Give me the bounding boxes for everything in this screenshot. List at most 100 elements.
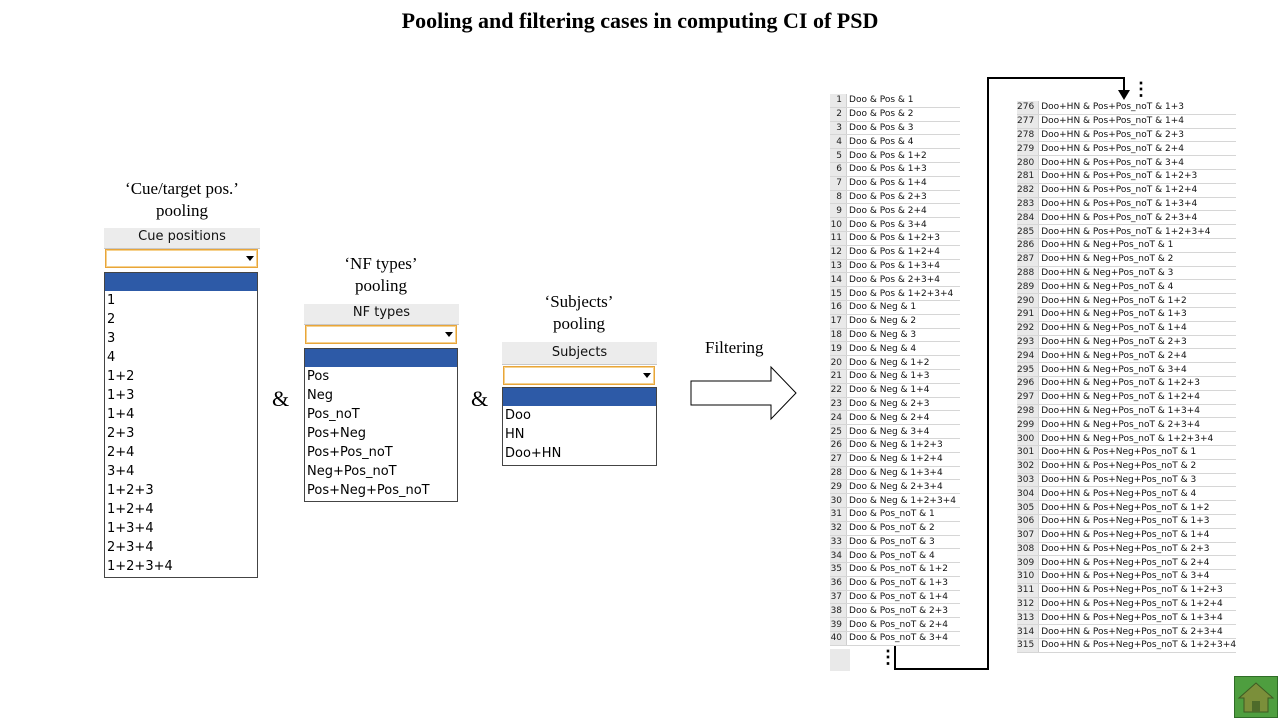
filtering-label: Filtering xyxy=(705,338,764,357)
cue-position-option[interactable]: 2+3+4 xyxy=(107,540,154,555)
nf-type-option[interactable]: Pos+Pos_noT xyxy=(307,445,393,460)
nf-type-option[interactable]: Pos xyxy=(307,369,330,384)
row-number: 23 xyxy=(830,397,848,412)
row-number: 30 xyxy=(830,493,848,508)
row-number: 2 xyxy=(830,107,848,122)
home-icon xyxy=(1237,682,1275,713)
row-combination: Doo & Neg & 4 xyxy=(846,341,960,357)
subject-option[interactable]: Doo xyxy=(505,408,531,423)
row-number: 285 xyxy=(1017,224,1040,239)
row-number: 302 xyxy=(1017,459,1040,474)
cue-position-option[interactable]: 1+4 xyxy=(107,407,135,422)
cue-positions-dropdown[interactable]: Cue positions 1 2 3 4 1+2 1+3 1+4 2+3 2+4 3+4 1+2+… xyxy=(104,228,260,578)
cue-position-option[interactable]: 1+2+3+4 xyxy=(107,559,173,574)
row-number: 315 xyxy=(1017,638,1040,653)
ampersand-2: & xyxy=(471,386,489,411)
row-number: 22 xyxy=(830,383,848,398)
row-number: 278 xyxy=(1017,128,1040,143)
row-number: 18 xyxy=(830,328,848,343)
row-combination: Doo+HN & Pos+Pos_noT & 1+3 xyxy=(1038,101,1237,115)
cue-position-option[interactable]: 1+2+3 xyxy=(107,483,154,498)
nf-types-highlighted-option[interactable] xyxy=(305,349,457,367)
row-combination: Doo & Pos & 2+3+4 xyxy=(846,272,960,288)
cue-position-option[interactable]: 1 xyxy=(107,293,116,308)
row-number: 291 xyxy=(1017,307,1040,322)
row-combination: Doo & Pos_noT & 2+3 xyxy=(846,603,960,619)
row-number: 25 xyxy=(830,424,848,439)
cue-positions-list[interactable]: 1 2 3 4 1+2 1+3 1+4 2+3 2+4 3+4 1+2+3 1+2+4 1+3+4 2+3… xyxy=(104,272,258,578)
cue-position-option[interactable]: 1+2 xyxy=(107,369,135,384)
nf-type-option[interactable]: Pos+Neg xyxy=(307,426,366,441)
row-combination: Doo+HN & Pos+Neg+Pos_noT & 1+2+4 xyxy=(1038,597,1237,612)
row-combination: Doo & Pos_noT & 4 xyxy=(846,548,960,564)
nf-type-option[interactable]: Neg xyxy=(307,388,333,403)
nf-type-option[interactable]: Pos+Neg+Pos_noT xyxy=(307,483,430,498)
row-combination: Doo+HN & Neg+Pos_noT & 3 xyxy=(1038,266,1237,281)
cue-position-option[interactable]: 4 xyxy=(107,350,116,365)
row-combination: Doo & Pos & 4 xyxy=(846,134,960,150)
cue-position-option[interactable]: 2+4 xyxy=(107,445,135,460)
subject-option[interactable]: HN xyxy=(505,427,525,442)
row-number: 26 xyxy=(830,438,848,453)
subjects-select[interactable] xyxy=(503,366,655,385)
row-combination: Doo & Pos & 1+4 xyxy=(846,176,960,191)
row-combination: Doo+HN & Pos+Pos_noT & 2+3 xyxy=(1038,128,1237,143)
row-combination: Doo+HN & Pos+Pos_noT & 1+4 xyxy=(1038,114,1237,129)
row-combination: Doo+HN & Pos+Neg+Pos_noT & 1+4 xyxy=(1038,528,1237,543)
cue-positions-header: Cue positions xyxy=(104,228,260,249)
row-number: 290 xyxy=(1017,293,1040,308)
cue-position-option[interactable]: 2 xyxy=(107,312,116,327)
subject-option[interactable]: Doo+HN xyxy=(505,446,562,461)
row-number: 284 xyxy=(1017,210,1040,226)
subjects-highlighted-option[interactable] xyxy=(503,388,656,406)
cue-position-option[interactable]: 1+3 xyxy=(107,388,135,403)
row-combination: Doo+HN & Neg+Pos_noT & 4 xyxy=(1038,279,1237,295)
cue-position-option[interactable]: 1+2+4 xyxy=(107,502,154,517)
home-button[interactable] xyxy=(1234,676,1278,718)
row-combination: Doo & Pos & 1+2+3 xyxy=(846,231,960,246)
nf-type-option[interactable]: Neg+Pos_noT xyxy=(307,464,397,479)
cue-position-option[interactable]: 3+4 xyxy=(107,464,135,479)
row-combination: Doo & Neg & 1+2+4 xyxy=(846,452,960,467)
row-combination: Doo & Pos_noT & 2 xyxy=(846,521,960,536)
row-combination: Doo & Neg & 3 xyxy=(846,328,960,343)
row-number: 314 xyxy=(1017,624,1040,640)
row-combination: Doo & Pos & 1+2 xyxy=(846,148,960,163)
row-number: 12 xyxy=(830,245,848,260)
row-combination: Doo+HN & Neg+Pos_noT & 1+2 xyxy=(1038,293,1237,308)
row-number: 31 xyxy=(830,507,848,522)
row-number: 4 xyxy=(830,134,848,150)
cue-position-option[interactable]: 3 xyxy=(107,331,116,346)
cue-positions-highlighted-option[interactable] xyxy=(105,273,257,291)
row-combination: Doo & Neg & 1+2+3 xyxy=(846,438,960,453)
nf-types-select[interactable] xyxy=(305,325,457,344)
cue-positions-select[interactable] xyxy=(105,249,258,268)
ampersand-1: & xyxy=(272,386,290,411)
row-combination: Doo+HN & Pos+Neg+Pos_noT & 3+4 xyxy=(1038,569,1237,584)
cue-position-option[interactable]: 1+3+4 xyxy=(107,521,154,536)
nf-type-option[interactable]: Pos_noT xyxy=(307,407,360,422)
row-number: 21 xyxy=(830,369,848,384)
cue-position-option[interactable]: 2+3 xyxy=(107,426,135,441)
